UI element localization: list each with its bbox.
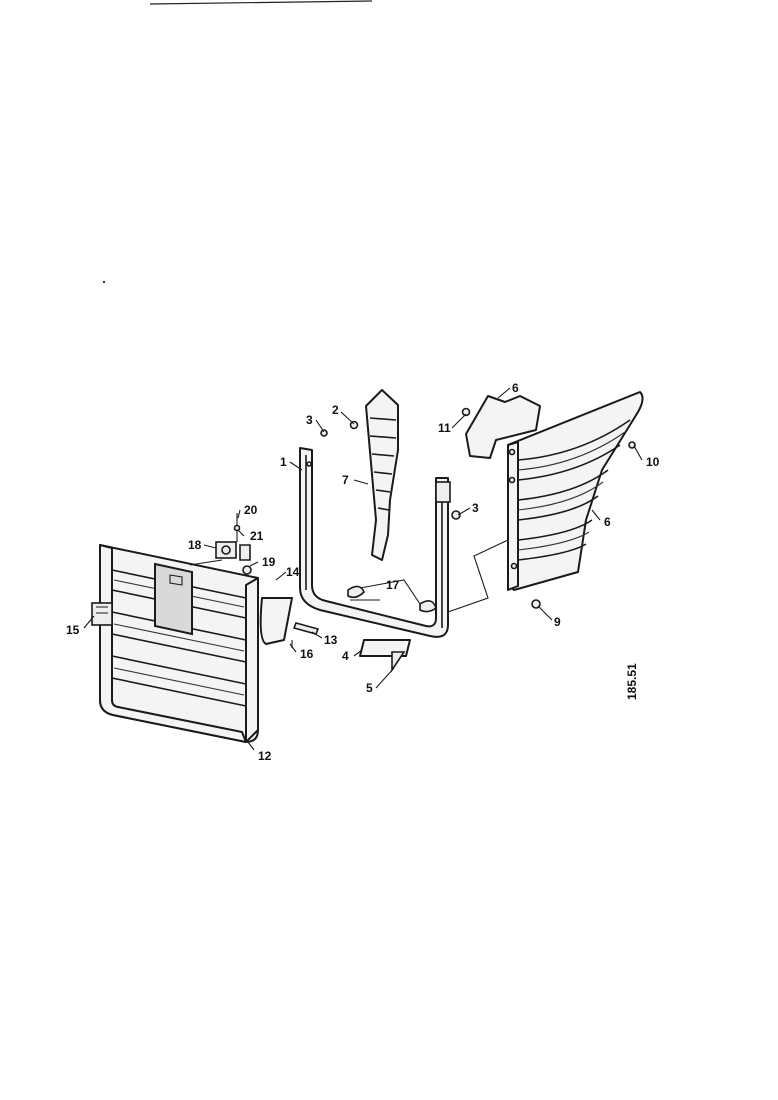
callout-6-side: 6: [604, 515, 611, 529]
callout-17: 17: [386, 578, 400, 592]
callout-leaders: [83, 387, 643, 751]
callout-7: 7: [342, 473, 349, 487]
callout-1: 1: [280, 455, 287, 469]
callout-19: 19: [262, 555, 276, 569]
fasteners: [320, 407, 636, 609]
callout-9: 9: [554, 615, 561, 629]
callout-12: 12: [258, 749, 272, 763]
latch-assembly: [215, 513, 252, 575]
callout-5: 5: [366, 681, 373, 695]
callout-18: 18: [188, 538, 202, 552]
callout-2: 2: [332, 403, 339, 417]
bracket-part-14: [259, 597, 320, 648]
callout-6-top: 6: [512, 381, 519, 395]
right-grille-part-8: [507, 391, 644, 591]
assembly-lines: [189, 539, 509, 613]
callout-13: 13: [324, 633, 338, 647]
callout-11: 11: [438, 421, 451, 435]
side-grille-part-7: [365, 389, 399, 561]
callout-3-left: 3: [306, 413, 313, 427]
callout-3-right: 3: [472, 501, 479, 515]
clip-part-15: [91, 602, 113, 626]
callout-20: 20: [244, 503, 258, 517]
front-grille-frame: [99, 544, 259, 743]
u-frame-part-1: [299, 447, 449, 638]
callout-14: 14: [286, 565, 300, 579]
callout-10: 10: [646, 455, 660, 469]
drawing-reference-number: 185.51: [625, 663, 639, 700]
strap-part-6: [435, 395, 541, 503]
scan-edge-line: [149, 0, 373, 5]
callout-labels: 1 2 3 7 3 11 6 10 6 9 17 4 5 12 13 16 14…: [66, 381, 660, 763]
callout-21: 21: [250, 529, 264, 543]
scan-speck: [102, 280, 106, 284]
callout-16: 16: [300, 647, 314, 661]
callout-15: 15: [66, 623, 80, 637]
clamp-part-4-5: [359, 639, 411, 673]
callout-4: 4: [342, 649, 349, 663]
